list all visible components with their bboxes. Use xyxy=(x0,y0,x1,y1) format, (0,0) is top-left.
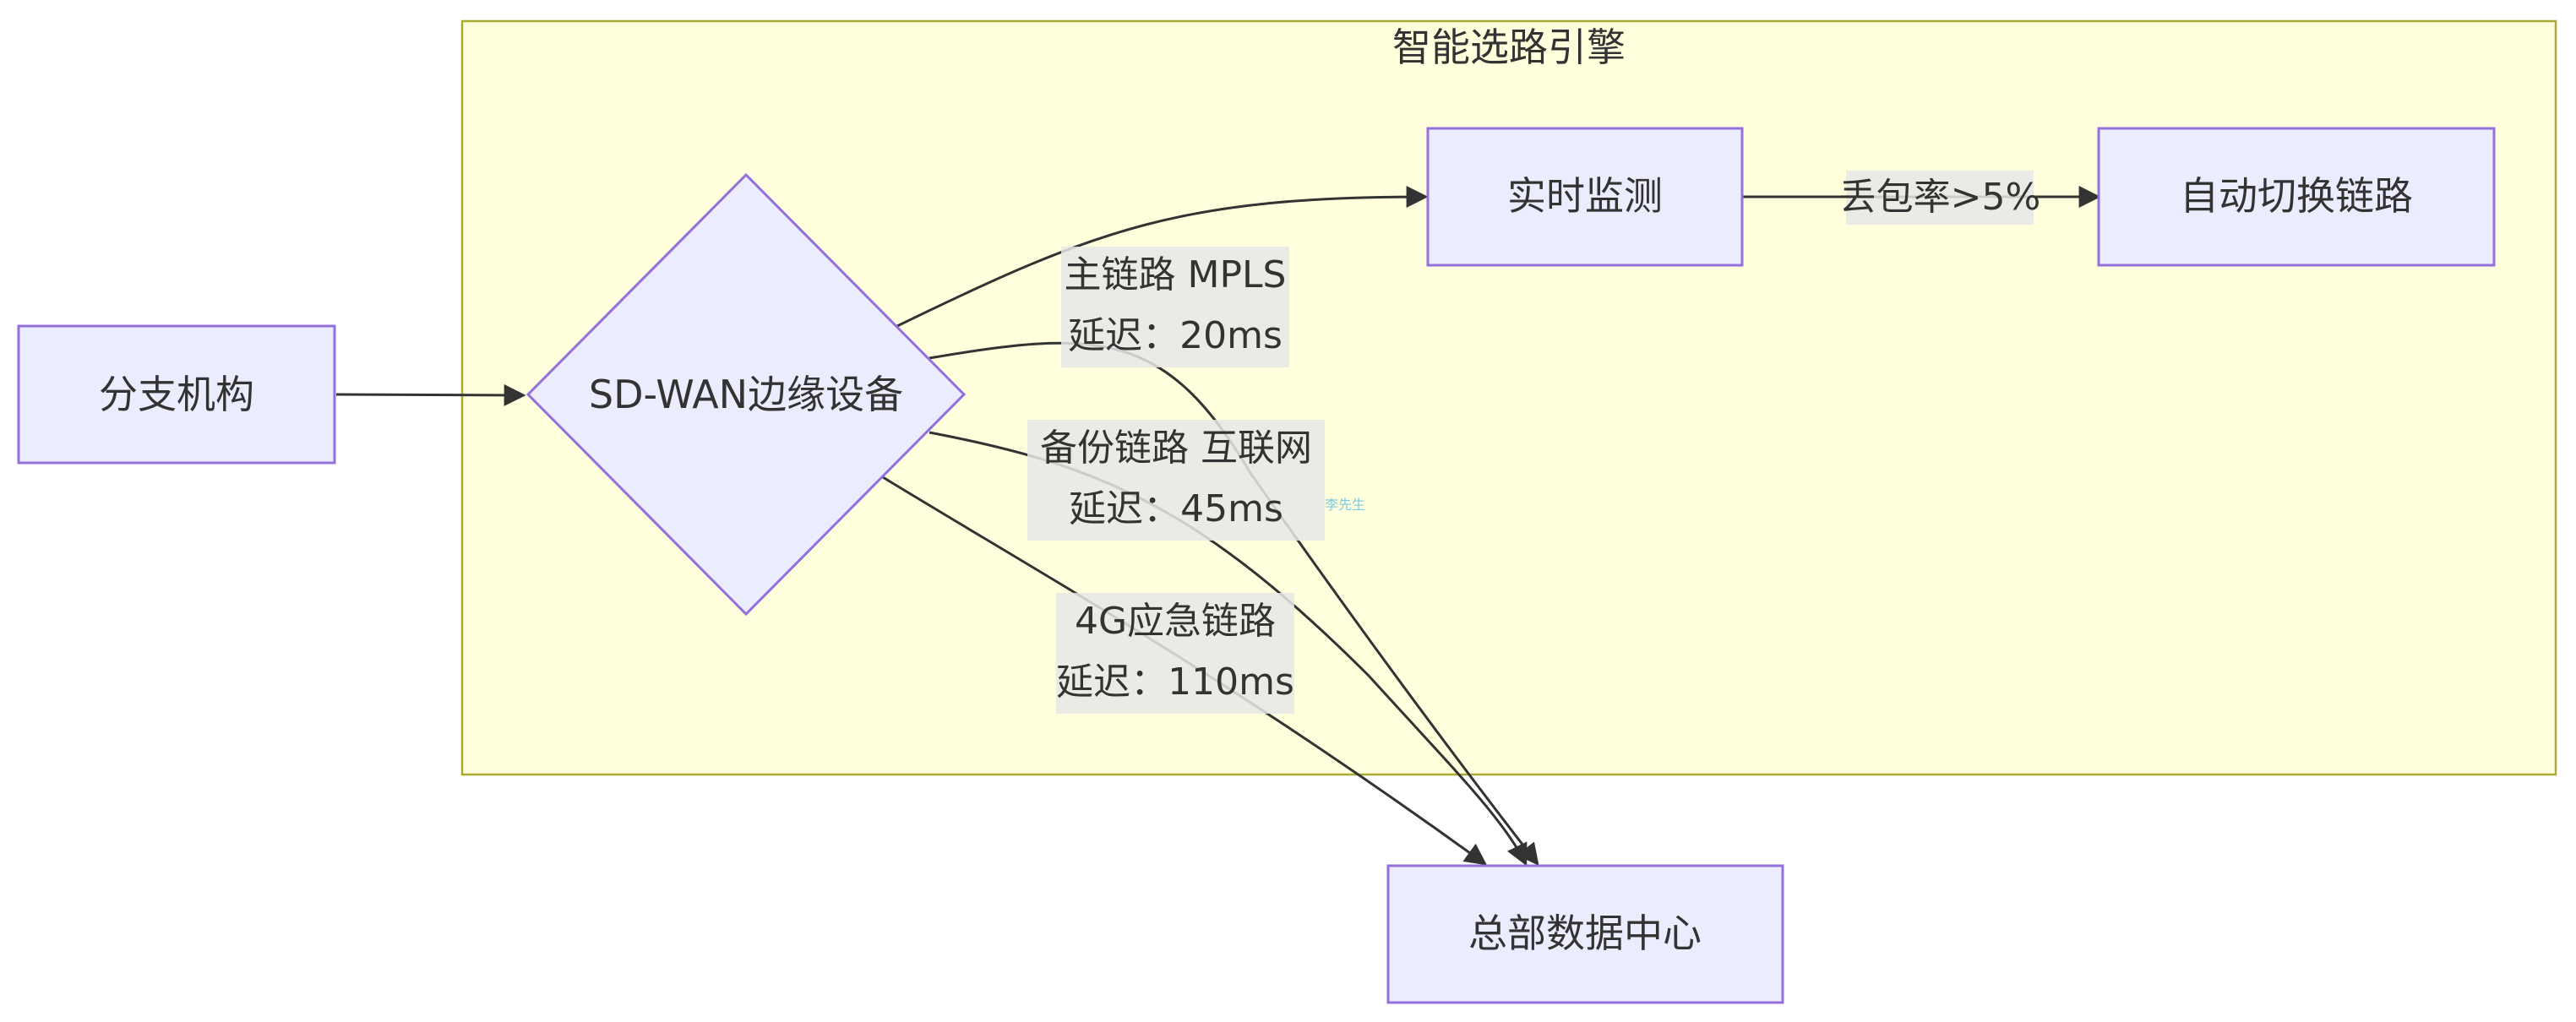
node-sdwan-edge-device: SD-WAN边缘设备 xyxy=(526,172,967,617)
node-auto-switch: 自动切换链路 xyxy=(2097,127,2496,267)
label-bg xyxy=(1846,171,2034,225)
node-realtime-monitor: 实时监测 xyxy=(1426,127,1744,267)
node-branch: 分支机构 xyxy=(17,324,336,465)
node-label: 实时监测 xyxy=(1507,173,1663,219)
label-line-1: 备份链路 互联网 xyxy=(1040,427,1312,470)
watermark: 李先生 xyxy=(1325,497,1365,513)
label-line-2: 延迟：20ms xyxy=(1068,314,1283,357)
cluster-title: 智能选路引擎 xyxy=(1392,24,1626,70)
node-hq-datacenter: 总部数据中心 xyxy=(1386,864,1784,1004)
edge-sdwan-to-monitor xyxy=(896,186,1429,328)
label-text: 丢包率>5% xyxy=(1839,176,2041,219)
label-line-1: 4G应急链路 xyxy=(1075,600,1276,643)
node-diamond xyxy=(526,172,967,617)
node-box xyxy=(2097,127,2496,267)
edge-label-4g: 4G应急链路 延迟：110ms xyxy=(1056,593,1294,714)
label-bg xyxy=(1056,593,1294,714)
edge-label-packet-loss: 丢包率>5% xyxy=(1839,171,2041,225)
node-box xyxy=(1426,127,1744,267)
label-line-2: 延迟：110ms xyxy=(1056,660,1294,704)
node-label: SD-WAN边缘设备 xyxy=(589,372,903,417)
edge-label-internet: 备份链路 互联网 延迟：45ms xyxy=(1027,420,1325,541)
node-label: 分支机构 xyxy=(99,372,254,417)
label-line-2: 延迟：45ms xyxy=(1069,487,1283,530)
node-box xyxy=(1386,864,1784,1004)
label-bg xyxy=(1061,247,1289,367)
label-line-1: 主链路 MPLS xyxy=(1065,253,1287,296)
node-label: 总部数据中心 xyxy=(1468,911,1702,956)
label-bg xyxy=(1027,420,1325,541)
edge-branch-to-sdwan xyxy=(335,383,526,406)
node-label: 自动切换链路 xyxy=(2180,173,2413,219)
node-box xyxy=(17,324,336,465)
edge-label-mpls: 主链路 MPLS 延迟：20ms xyxy=(1061,247,1289,367)
